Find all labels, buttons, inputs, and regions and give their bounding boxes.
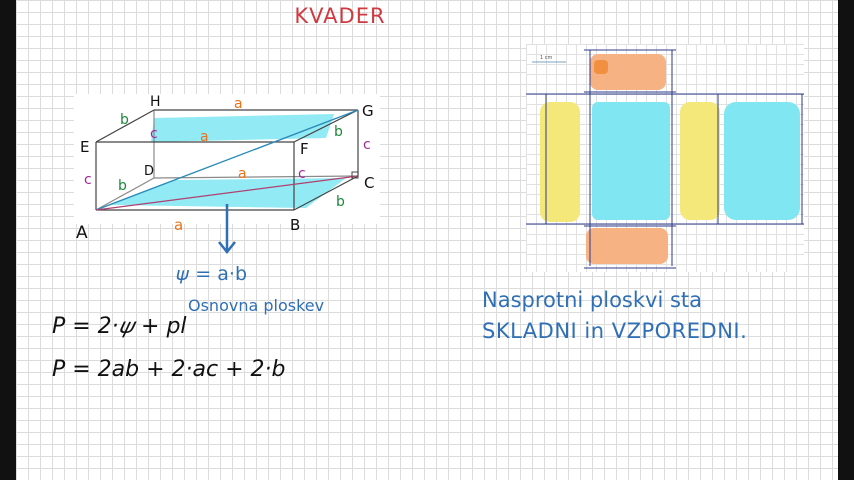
base-diagonal-ac [95,175,359,211]
vertex-g-label: G [362,102,374,120]
vertex-h-label: H [150,94,161,110]
edge-fg [293,109,359,143]
cuboid-net: 1 cm [526,49,804,269]
whiteboard-page: KVADER H G E F D C A B [16,0,838,480]
label-b-left: b [118,178,127,194]
back-face [724,102,800,220]
base-area-label: 𝜓 = a·b [176,263,247,285]
label-a-bottom: a [174,216,183,234]
label-c-left: c [84,172,92,188]
vertex-f-label: F [300,140,309,158]
label-a-base: a [238,166,247,182]
vertex-e-label: E [80,138,89,156]
label-c-right: c [363,137,371,153]
label-c-inner: c [150,126,158,142]
label-a-top: a [234,96,243,112]
label-b-bottom: b [336,194,345,210]
cuboid-net-panel: 1 cm [526,44,804,272]
side-face-right [680,102,720,220]
front-face [592,102,670,220]
surface-formula-2: P = 2ab + 2·ac + 2·b [52,357,286,382]
label-b-top: b [120,112,129,128]
net-outline [526,49,804,269]
base-caption: Osnovna ploskev [188,296,324,315]
label-b-right: b [334,124,343,140]
top-lid-accent [594,60,608,74]
vertex-b-label: B [290,216,300,234]
cuboid-figure: H G E F D C A B a a a a b b b b c c c c … [74,94,380,315]
edge-dc [153,175,359,179]
top-lid-face [590,54,666,90]
edge-bc [293,175,359,211]
note-line-1: Nasprotni ploskvi sta [482,288,703,312]
vertex-a-label: A [76,223,88,243]
surface-formula-1: P = 2·𝜓 + pl [52,314,187,339]
bottom-lid-face [586,228,668,264]
top-face-highlight [151,114,334,142]
vertex-c-label: C [364,174,374,192]
page-title: KVADER [294,4,386,28]
base-arrow-head [218,241,236,255]
note-line-2: SKLADNI in VZPOREDNI. [482,319,748,343]
scale-label: 1 cm [540,55,553,61]
space-diagonal-ag [95,109,359,211]
label-a-mid: a [200,129,209,145]
label-c-front: c [298,166,306,182]
edge-eh [95,109,155,143]
vertex-d-label: D [144,164,154,179]
right-angle-mark [351,171,359,179]
edge-ad [95,177,155,211]
side-face-left [540,102,580,222]
